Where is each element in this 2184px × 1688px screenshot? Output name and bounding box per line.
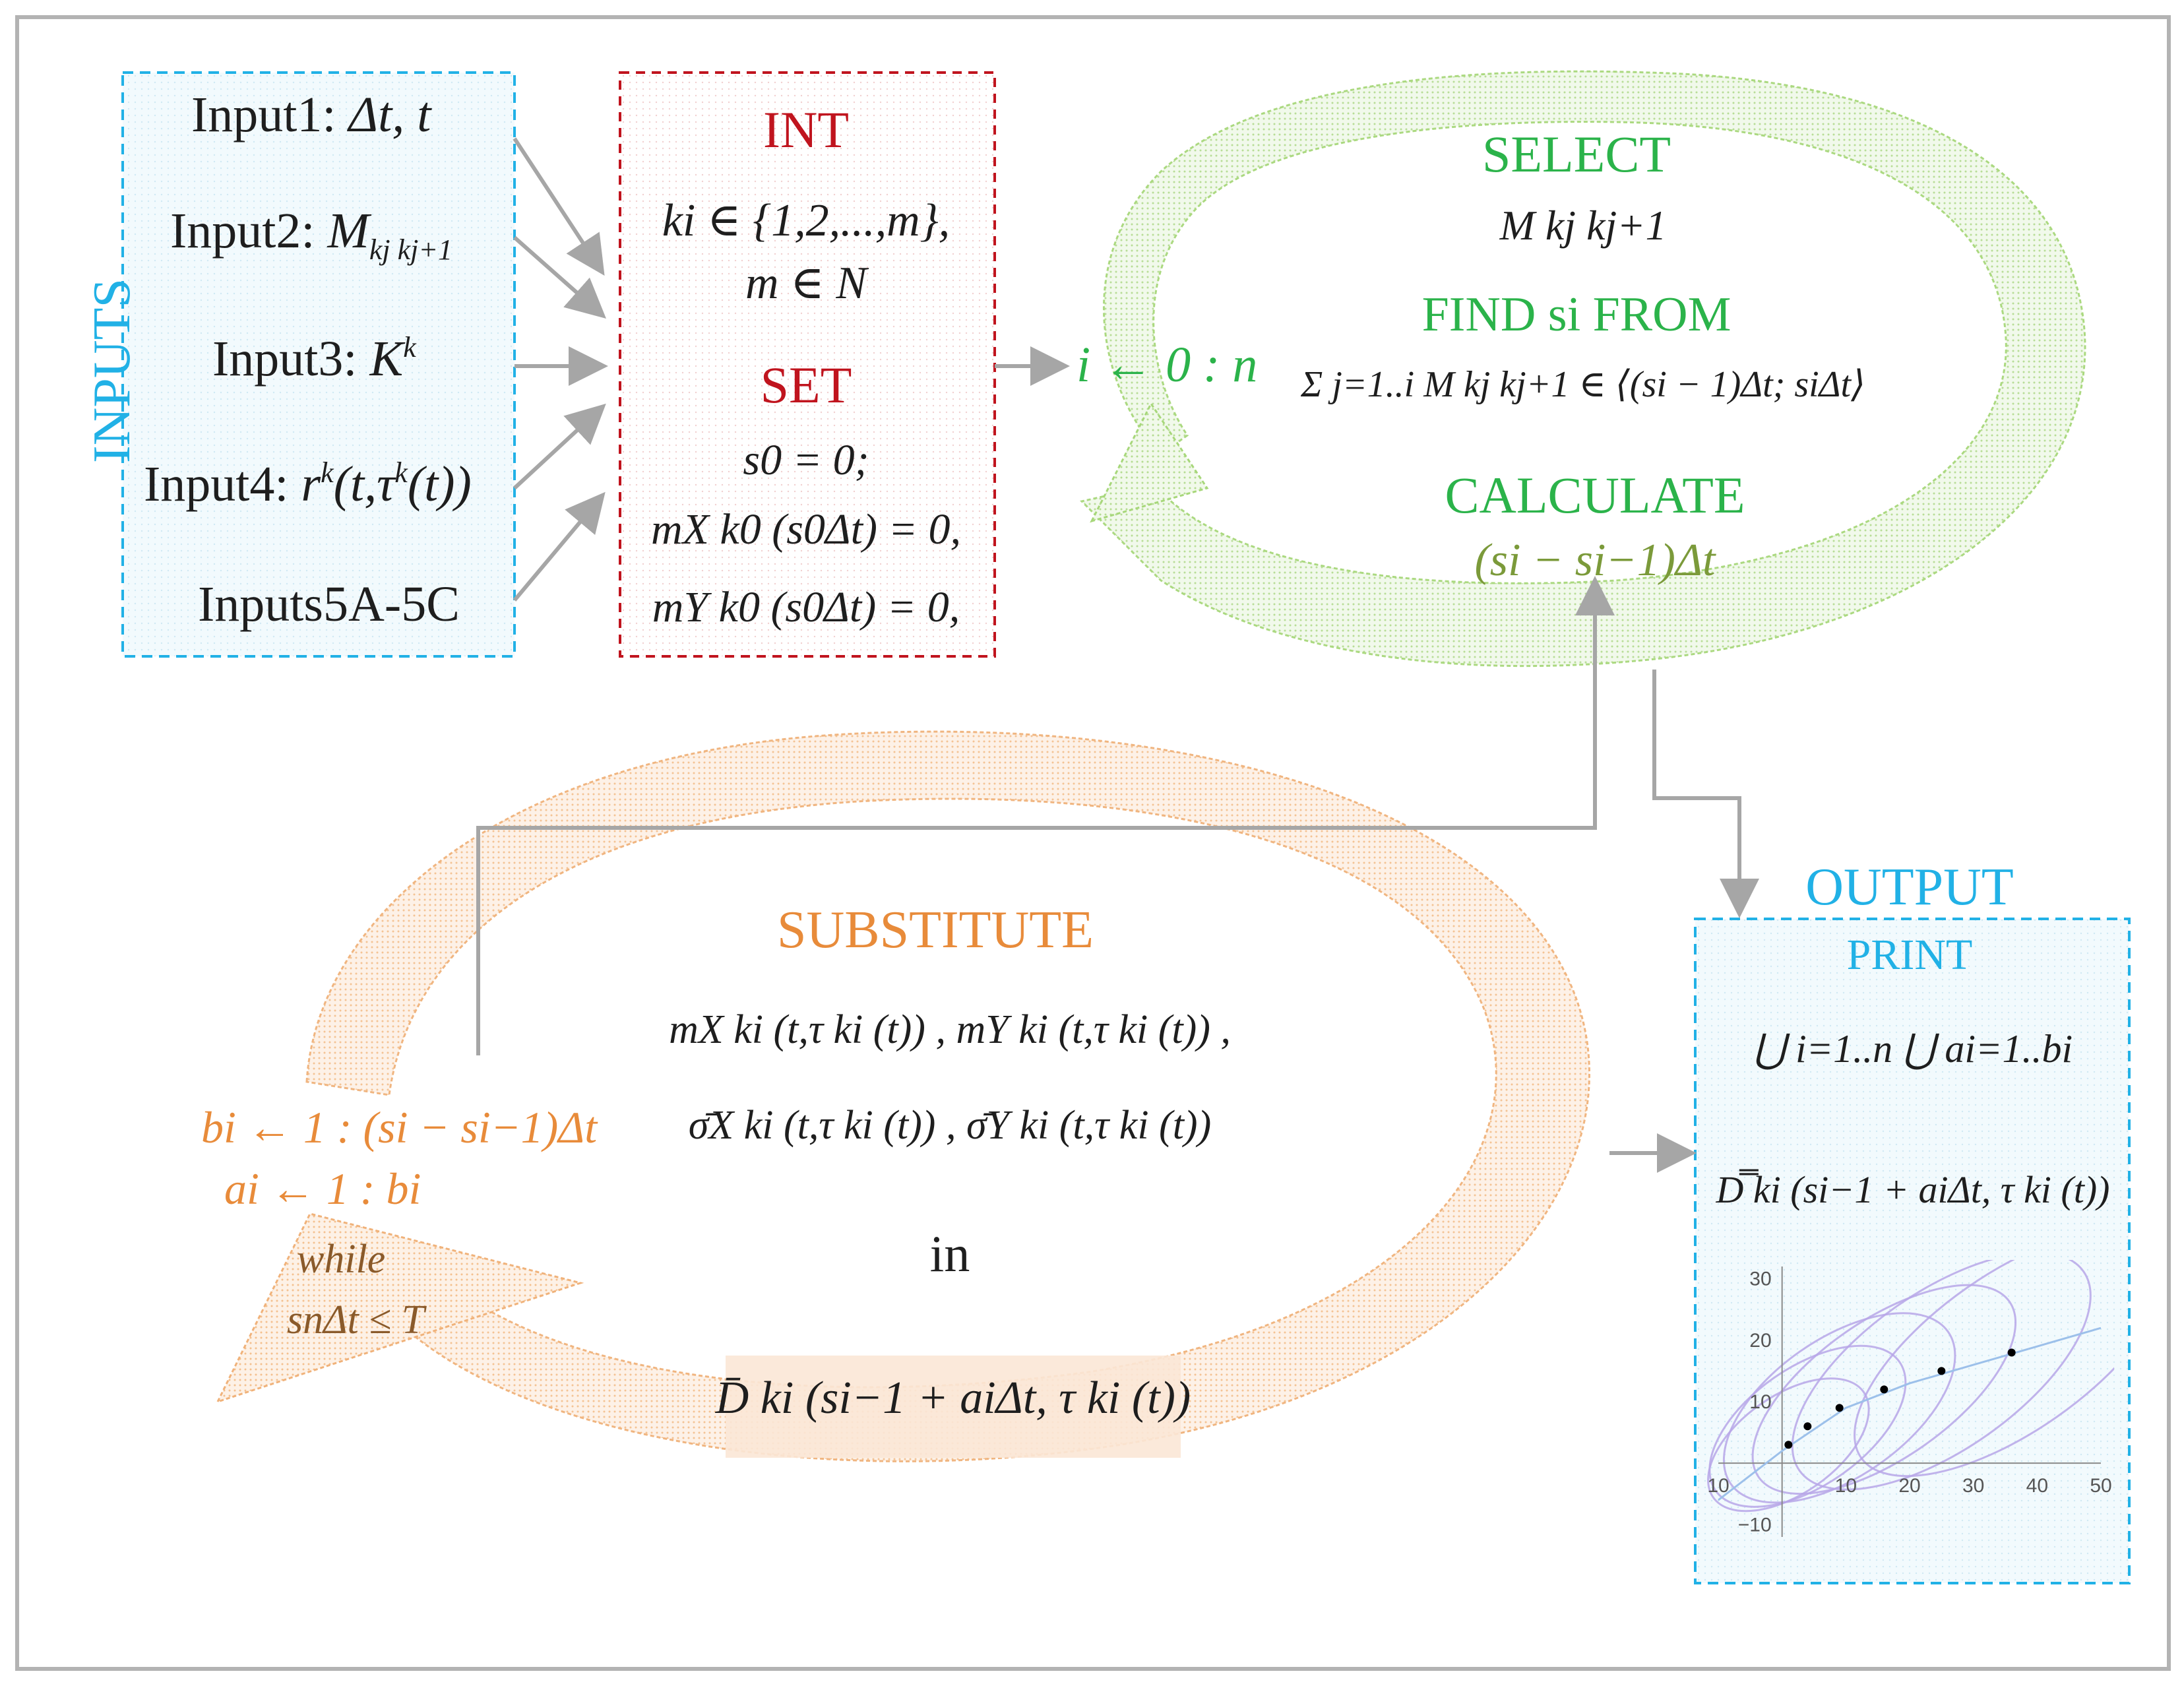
connector-to-calculate <box>476 576 1615 1055</box>
plot-x-tick-label-5: 50 <box>2090 1475 2111 1497</box>
output-d-expression: D̿ ki (si−1 + aiΔt, τ ki (t)) <box>1716 1168 2110 1211</box>
plot-x-tick-label-4: 40 <box>2026 1475 2048 1497</box>
output-plot: 30 20 10 −10 10 10 20 30 40 50 <box>1707 1260 2114 1537</box>
inputs-box <box>121 71 516 658</box>
int-line2: m ∈ N <box>745 258 867 309</box>
plot-x-tick-label-1: 10 <box>1835 1475 1857 1497</box>
substitute-d-expression: D̄ ki (si−1 + aiΔt, τ ki (t)) <box>715 1373 1191 1423</box>
plot-ellipse-4 <box>1791 1260 2092 1491</box>
orange-loop-arrow <box>216 730 1590 1462</box>
output-box <box>1694 918 2131 1584</box>
set-line2: mX k0 (s0Δt) = 0, <box>650 505 962 553</box>
outer-frame <box>15 15 2171 1671</box>
plot-point-2 <box>1835 1404 1844 1412</box>
loop-index-i: i ← 0 : n <box>1076 337 1258 392</box>
input4-math: r <box>301 456 321 512</box>
calculate-expression: (si − si−1)Δt <box>1474 535 1716 586</box>
input2-subscript: kj kj+1 <box>369 234 453 266</box>
plot-ellipse-1 <box>1708 1344 1907 1508</box>
set-title: SET <box>760 356 852 414</box>
while-condition: snΔt ≤ T <box>287 1297 425 1342</box>
print-title: PRINT <box>1846 931 1973 979</box>
plot-point-1 <box>1803 1422 1812 1431</box>
input5-row: Inputs5A-5C <box>198 579 460 629</box>
input4-row: Input4: rk(t,τk(t)) <box>144 456 472 512</box>
output-heading: OUTPUT <box>1805 858 2014 916</box>
plot-x-tick-label-0: 10 <box>1707 1475 1729 1497</box>
plot-y-tick-label-3: −10 <box>1738 1514 1772 1536</box>
plot-y-tick-label-1: 20 <box>1749 1330 1771 1352</box>
plot-ellipse-3 <box>1751 1284 2017 1495</box>
plot-point-0 <box>1784 1441 1793 1449</box>
input2-math: M <box>327 203 369 259</box>
input3-label: Input3: <box>212 331 358 387</box>
plot-y-tick-label-0: 30 <box>1749 1268 1771 1290</box>
input1-label: Input1: <box>191 87 336 142</box>
find-expression: Σ j=1..i M kj kj+1 ∈ ⟨(si − 1)Δt; siΔt⟩ <box>1301 364 1865 405</box>
int-line1: ki ∈ {1,2,...,m}, <box>662 195 951 246</box>
input1-math: Δt, t <box>348 87 431 142</box>
b-index: bi ← 1 : (si − si−1)Δt <box>201 1102 598 1152</box>
union-expression: ⋃ i=1..n ⋃ ai=1..bi <box>1753 1027 2073 1071</box>
input2-row: Input2: Mkj kj+1 <box>170 206 452 265</box>
input-arrows <box>513 137 608 602</box>
a-index: ai ← 1 : bi <box>224 1164 421 1214</box>
plot-x-tick-label-2: 20 <box>1898 1475 1920 1497</box>
find-title: FIND si FROM <box>1421 288 1732 342</box>
set-line1: s0 = 0; <box>743 436 869 484</box>
plot-trend-curve <box>1718 1327 2102 1501</box>
set-line3: mY k0 (s0Δt) = 0, <box>652 583 960 631</box>
input3-math: K <box>369 331 404 387</box>
connector-to-output <box>1652 670 1759 918</box>
input4-rest-superscript: k <box>394 456 408 489</box>
calculate-title: CALCULATE <box>1445 466 1745 524</box>
input4-superscript: k <box>321 456 334 489</box>
input2-label: Input2: <box>170 203 315 259</box>
substitute-line1: mX ki (t,τ ki (t)) , mY ki (t,τ ki (t)) … <box>669 1007 1231 1052</box>
plot-point-5 <box>2007 1348 2016 1357</box>
input1-row: Input1: Δt, t <box>191 90 431 140</box>
while-word: while <box>297 1237 386 1282</box>
input3-row: Input3: Kk <box>212 331 416 387</box>
input4-rest-end: (t)) <box>407 456 472 512</box>
input3-superscript: k <box>403 331 416 363</box>
plot-point-4 <box>1937 1367 1946 1375</box>
plot-x-tick-label-3: 30 <box>1962 1475 1984 1497</box>
in-word: in <box>929 1225 970 1282</box>
int-title: INT <box>763 101 849 158</box>
plot-ellipse-0 <box>1707 1377 1870 1513</box>
plot-ellipse-5 <box>1854 1260 2114 1478</box>
inputs-heading: INPUTS <box>83 278 141 464</box>
plot-y-tick-label-2: 10 <box>1749 1391 1771 1413</box>
substitute-line2: σ̄X ki (t,τ ki (t)) , σ̄Y ki (t,τ ki (t)… <box>688 1103 1212 1148</box>
substitute-title: SUBSTITUTE <box>777 901 1094 959</box>
select-title: SELECT <box>1482 125 1671 183</box>
input4-rest: (t,τ <box>333 456 395 512</box>
input4-label: Input4: <box>144 456 289 512</box>
plot-ellipse-2 <box>1722 1312 1956 1504</box>
d-expr-highlight <box>726 1356 1181 1458</box>
input5-label: Inputs5A-5C <box>198 577 460 632</box>
int-set-box <box>619 71 996 658</box>
plot-point-3 <box>1880 1385 1888 1394</box>
select-expression: M kj kj+1 <box>1499 202 1667 249</box>
green-loop-arrow <box>1080 70 2086 668</box>
